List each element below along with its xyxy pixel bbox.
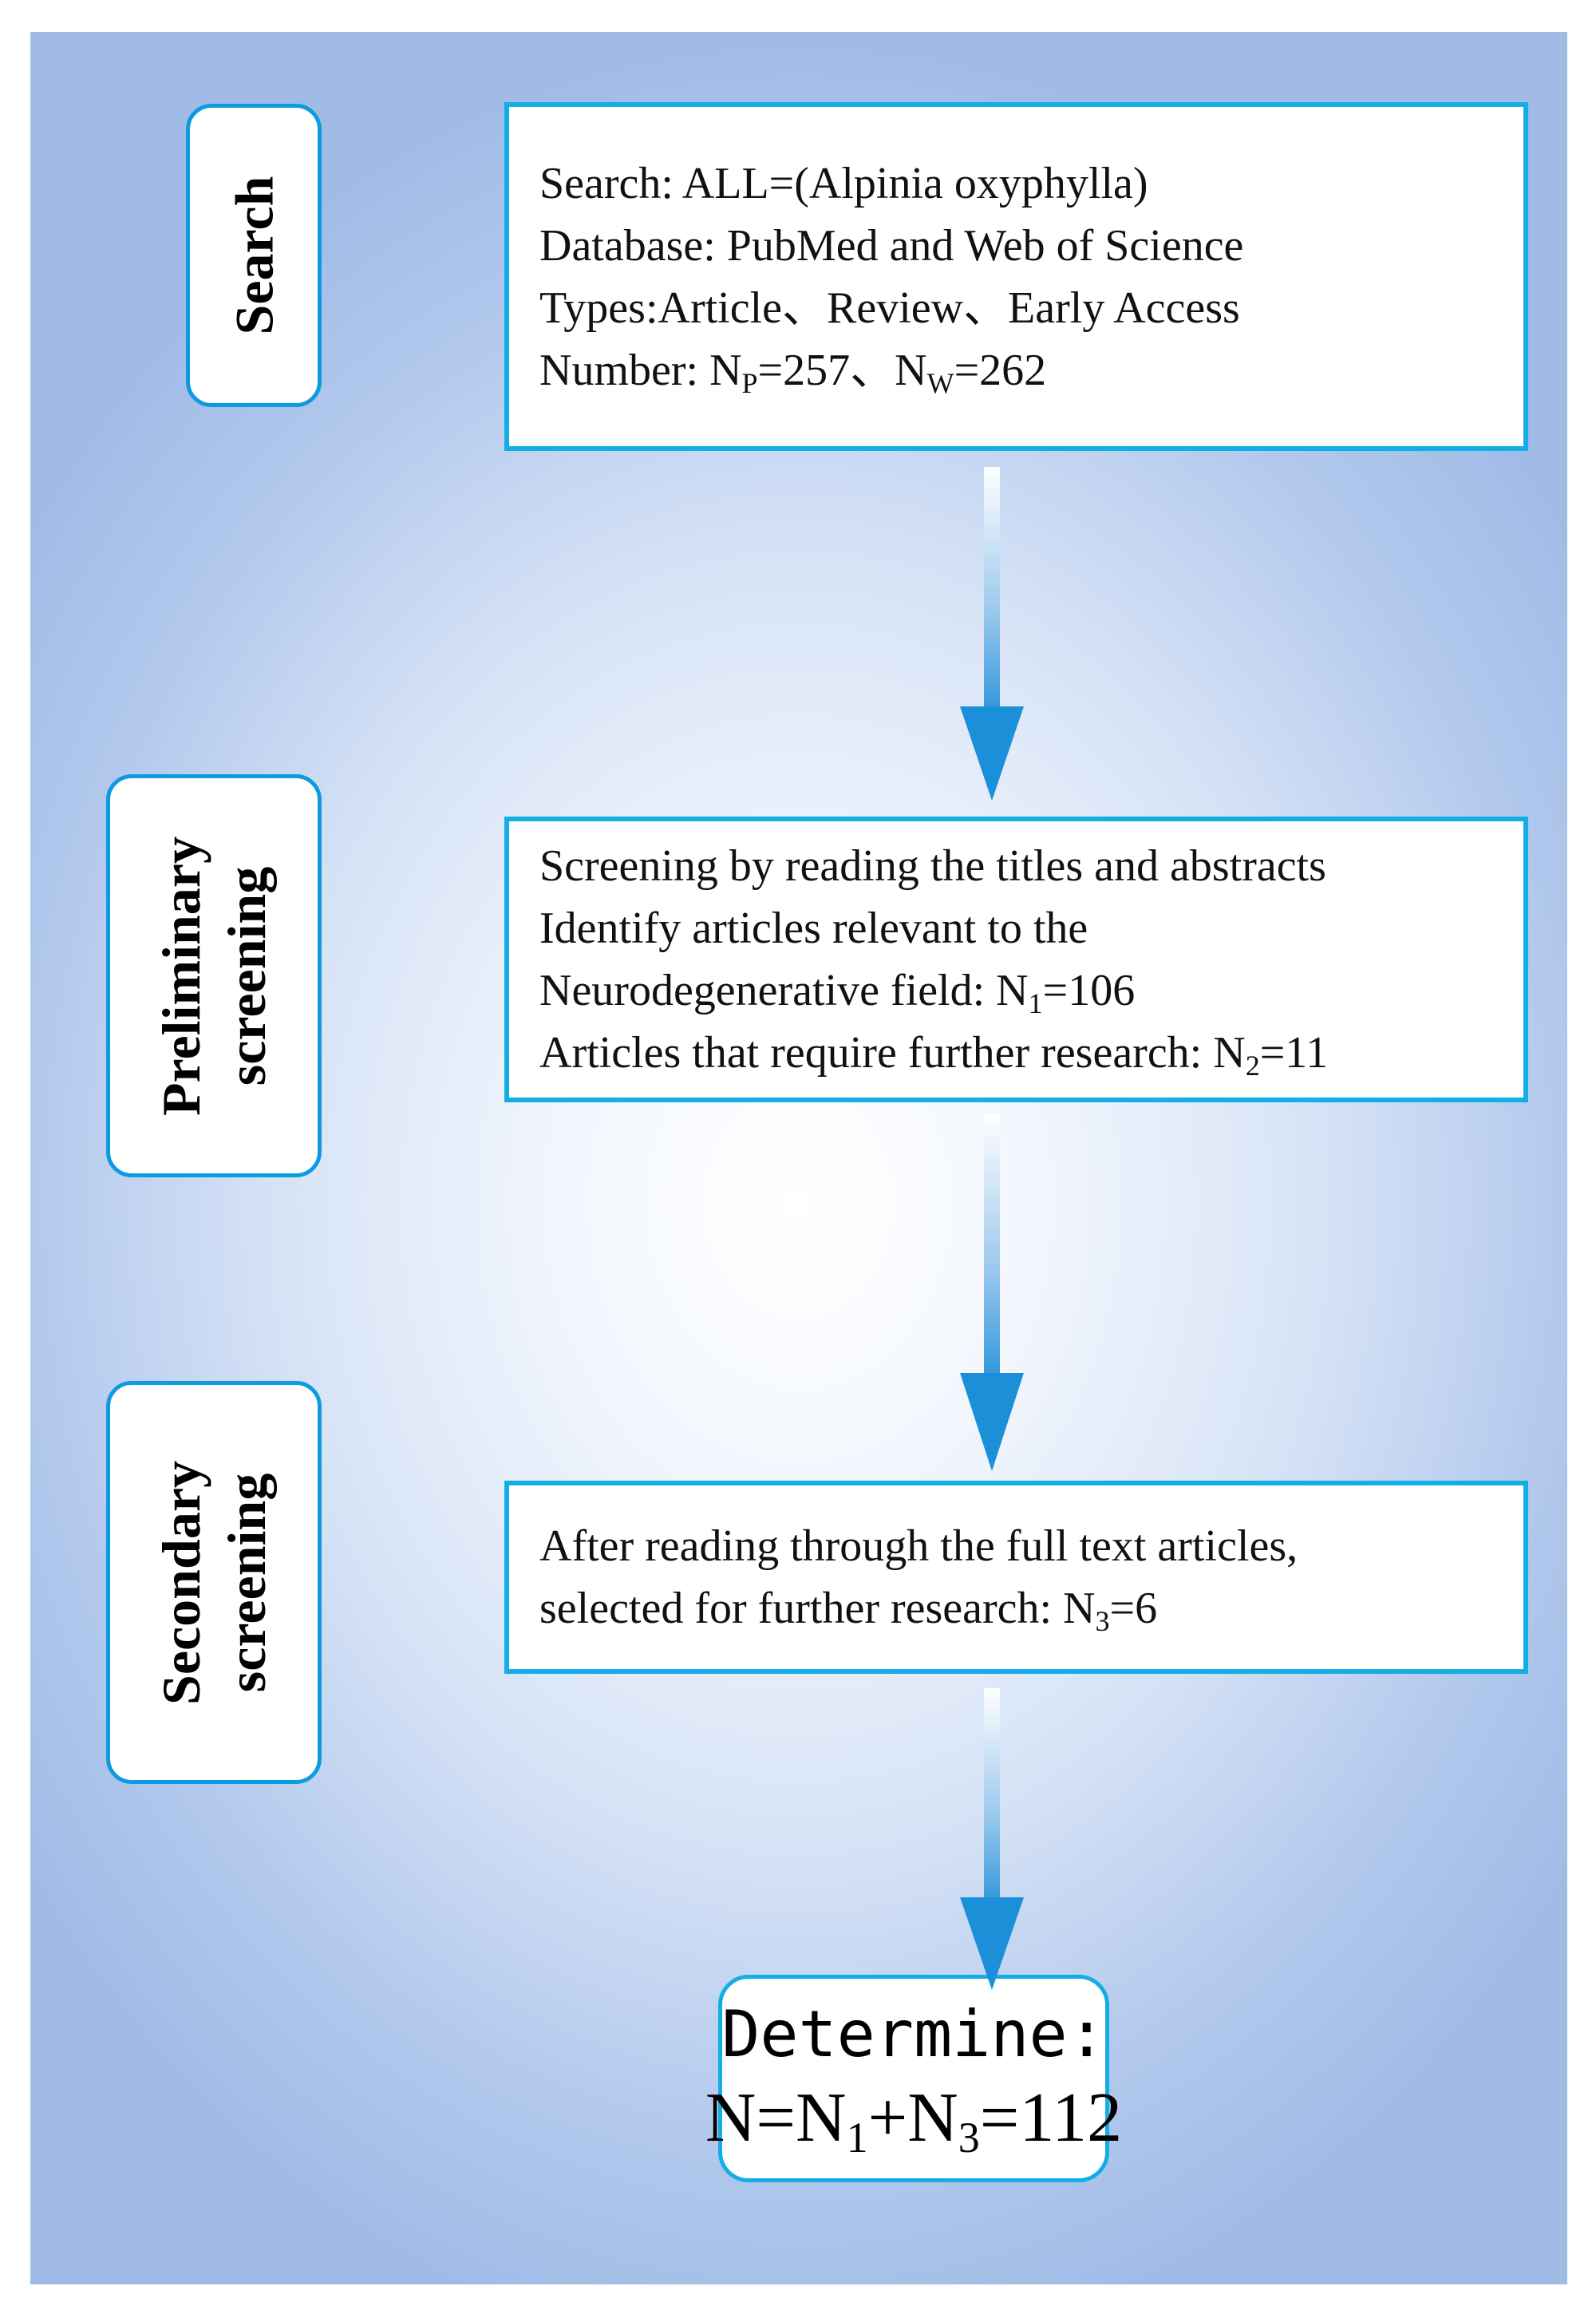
preliminary-line-2: Identify articles relevant to the <box>539 904 1088 953</box>
preliminary-n1-line: Neurodegenerative field: N1=106 <box>539 966 1136 1019</box>
secondary-box: After reading through the full text arti… <box>504 1481 1528 1674</box>
down-arrow-2 <box>960 1113 1024 1471</box>
search-box: Search: ALL=(Alpinia oxyphylla) Database… <box>504 102 1528 451</box>
secondary-line-1: After reading through the full text arti… <box>539 1521 1298 1571</box>
down-arrow-1 <box>960 467 1024 801</box>
stage-search-label: Search <box>223 176 285 335</box>
preliminary-n2-line: Articles that require further research: … <box>539 1028 1329 1082</box>
determine-equation: N=N1+N3=112 <box>705 2079 1123 2162</box>
search-database-line: Database: PubMed and Web of Science <box>539 220 1244 271</box>
stage-secondary-screening: Secondary screening <box>106 1381 322 1784</box>
search-number-line: Number: NP=257、NW=262 <box>539 345 1047 399</box>
search-types-line: Types:Article、Review、Early Access <box>539 283 1240 333</box>
search-query-line: Search: ALL=(Alpinia oxyphylla) <box>539 158 1148 208</box>
stage-preliminary-label: Preliminary screening <box>151 836 277 1116</box>
determine-label: Determine: <box>721 1997 1106 2071</box>
determine-box: Determine: N=N1+N3=112 <box>705 1975 1122 2182</box>
preliminary-box: Screening by reading the titles and abst… <box>504 817 1528 1102</box>
stage-preliminary-screening: Preliminary screening <box>106 774 322 1177</box>
stage-secondary-label: Secondary screening <box>151 1460 277 1705</box>
stage-search: Search <box>186 104 322 407</box>
secondary-n3-line: selected for further research: N3=6 <box>539 1584 1158 1637</box>
preliminary-line-1: Screening by reading the titles and abst… <box>539 841 1326 891</box>
down-arrow-3 <box>960 1688 1024 1990</box>
flowchart-canvas: Search Preliminary screening Secondary s… <box>30 32 1567 2284</box>
